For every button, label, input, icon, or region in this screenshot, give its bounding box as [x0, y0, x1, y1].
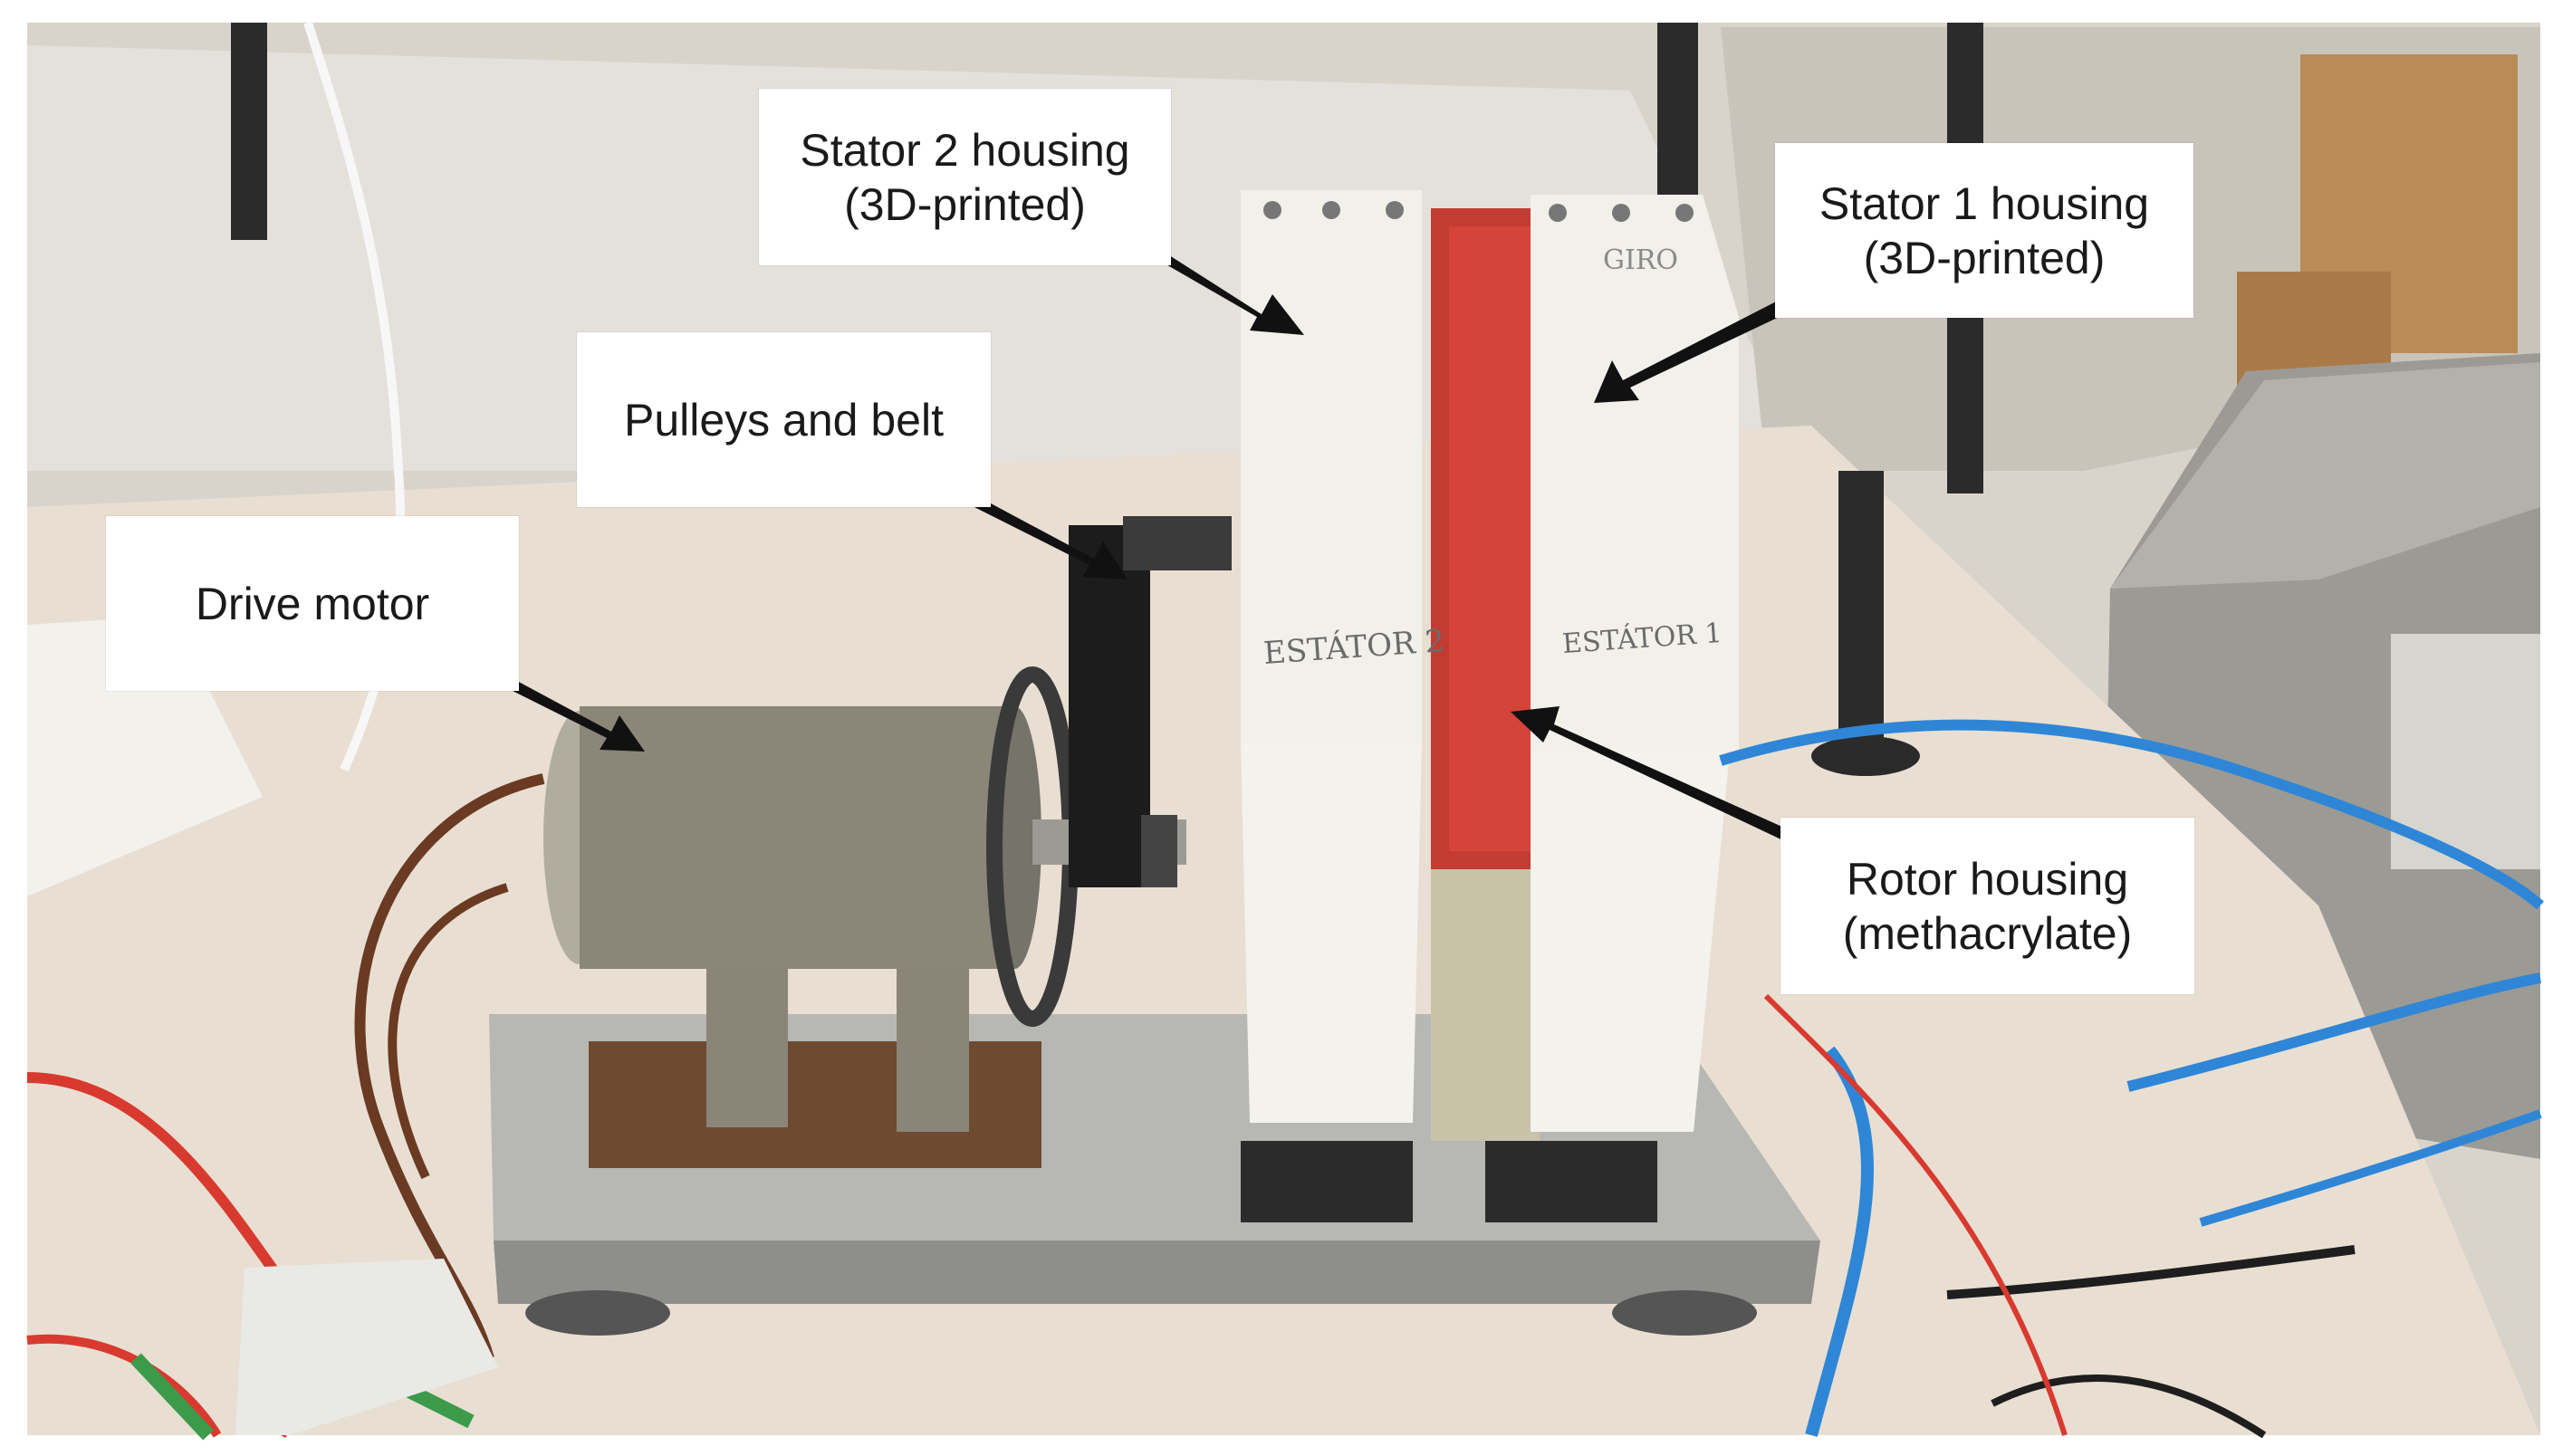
stator1-label-line1: Stator 1 housing [1819, 177, 2150, 229]
rotation-marking: GIRO [1603, 244, 1678, 276]
stator2-label-line2: (3D-printed) [844, 178, 1086, 230]
pulleys-and-belt-label: Pulleys and belt [577, 332, 991, 507]
stator1-housing-label: Stator 1 housing (3D-printed) [1775, 143, 2193, 318]
rotor-label-line1: Rotor housing [1846, 853, 2129, 905]
rotor-housing-label: Rotor housing (methacrylate) [1780, 818, 2194, 994]
rotor-label-line2: (methacrylate) [1842, 907, 2133, 959]
drive-motor-label: Drive motor [106, 516, 519, 691]
stator1-label-line2: (3D-printed) [1863, 232, 2106, 283]
pulleys-label-line1: Pulleys and belt [623, 394, 944, 445]
stator2-housing-label: Stator 2 housing (3D-printed) [759, 89, 1171, 265]
stator2-label-line1: Stator 2 housing [800, 124, 1130, 176]
drive-motor-label-line1: Drive motor [195, 578, 430, 629]
